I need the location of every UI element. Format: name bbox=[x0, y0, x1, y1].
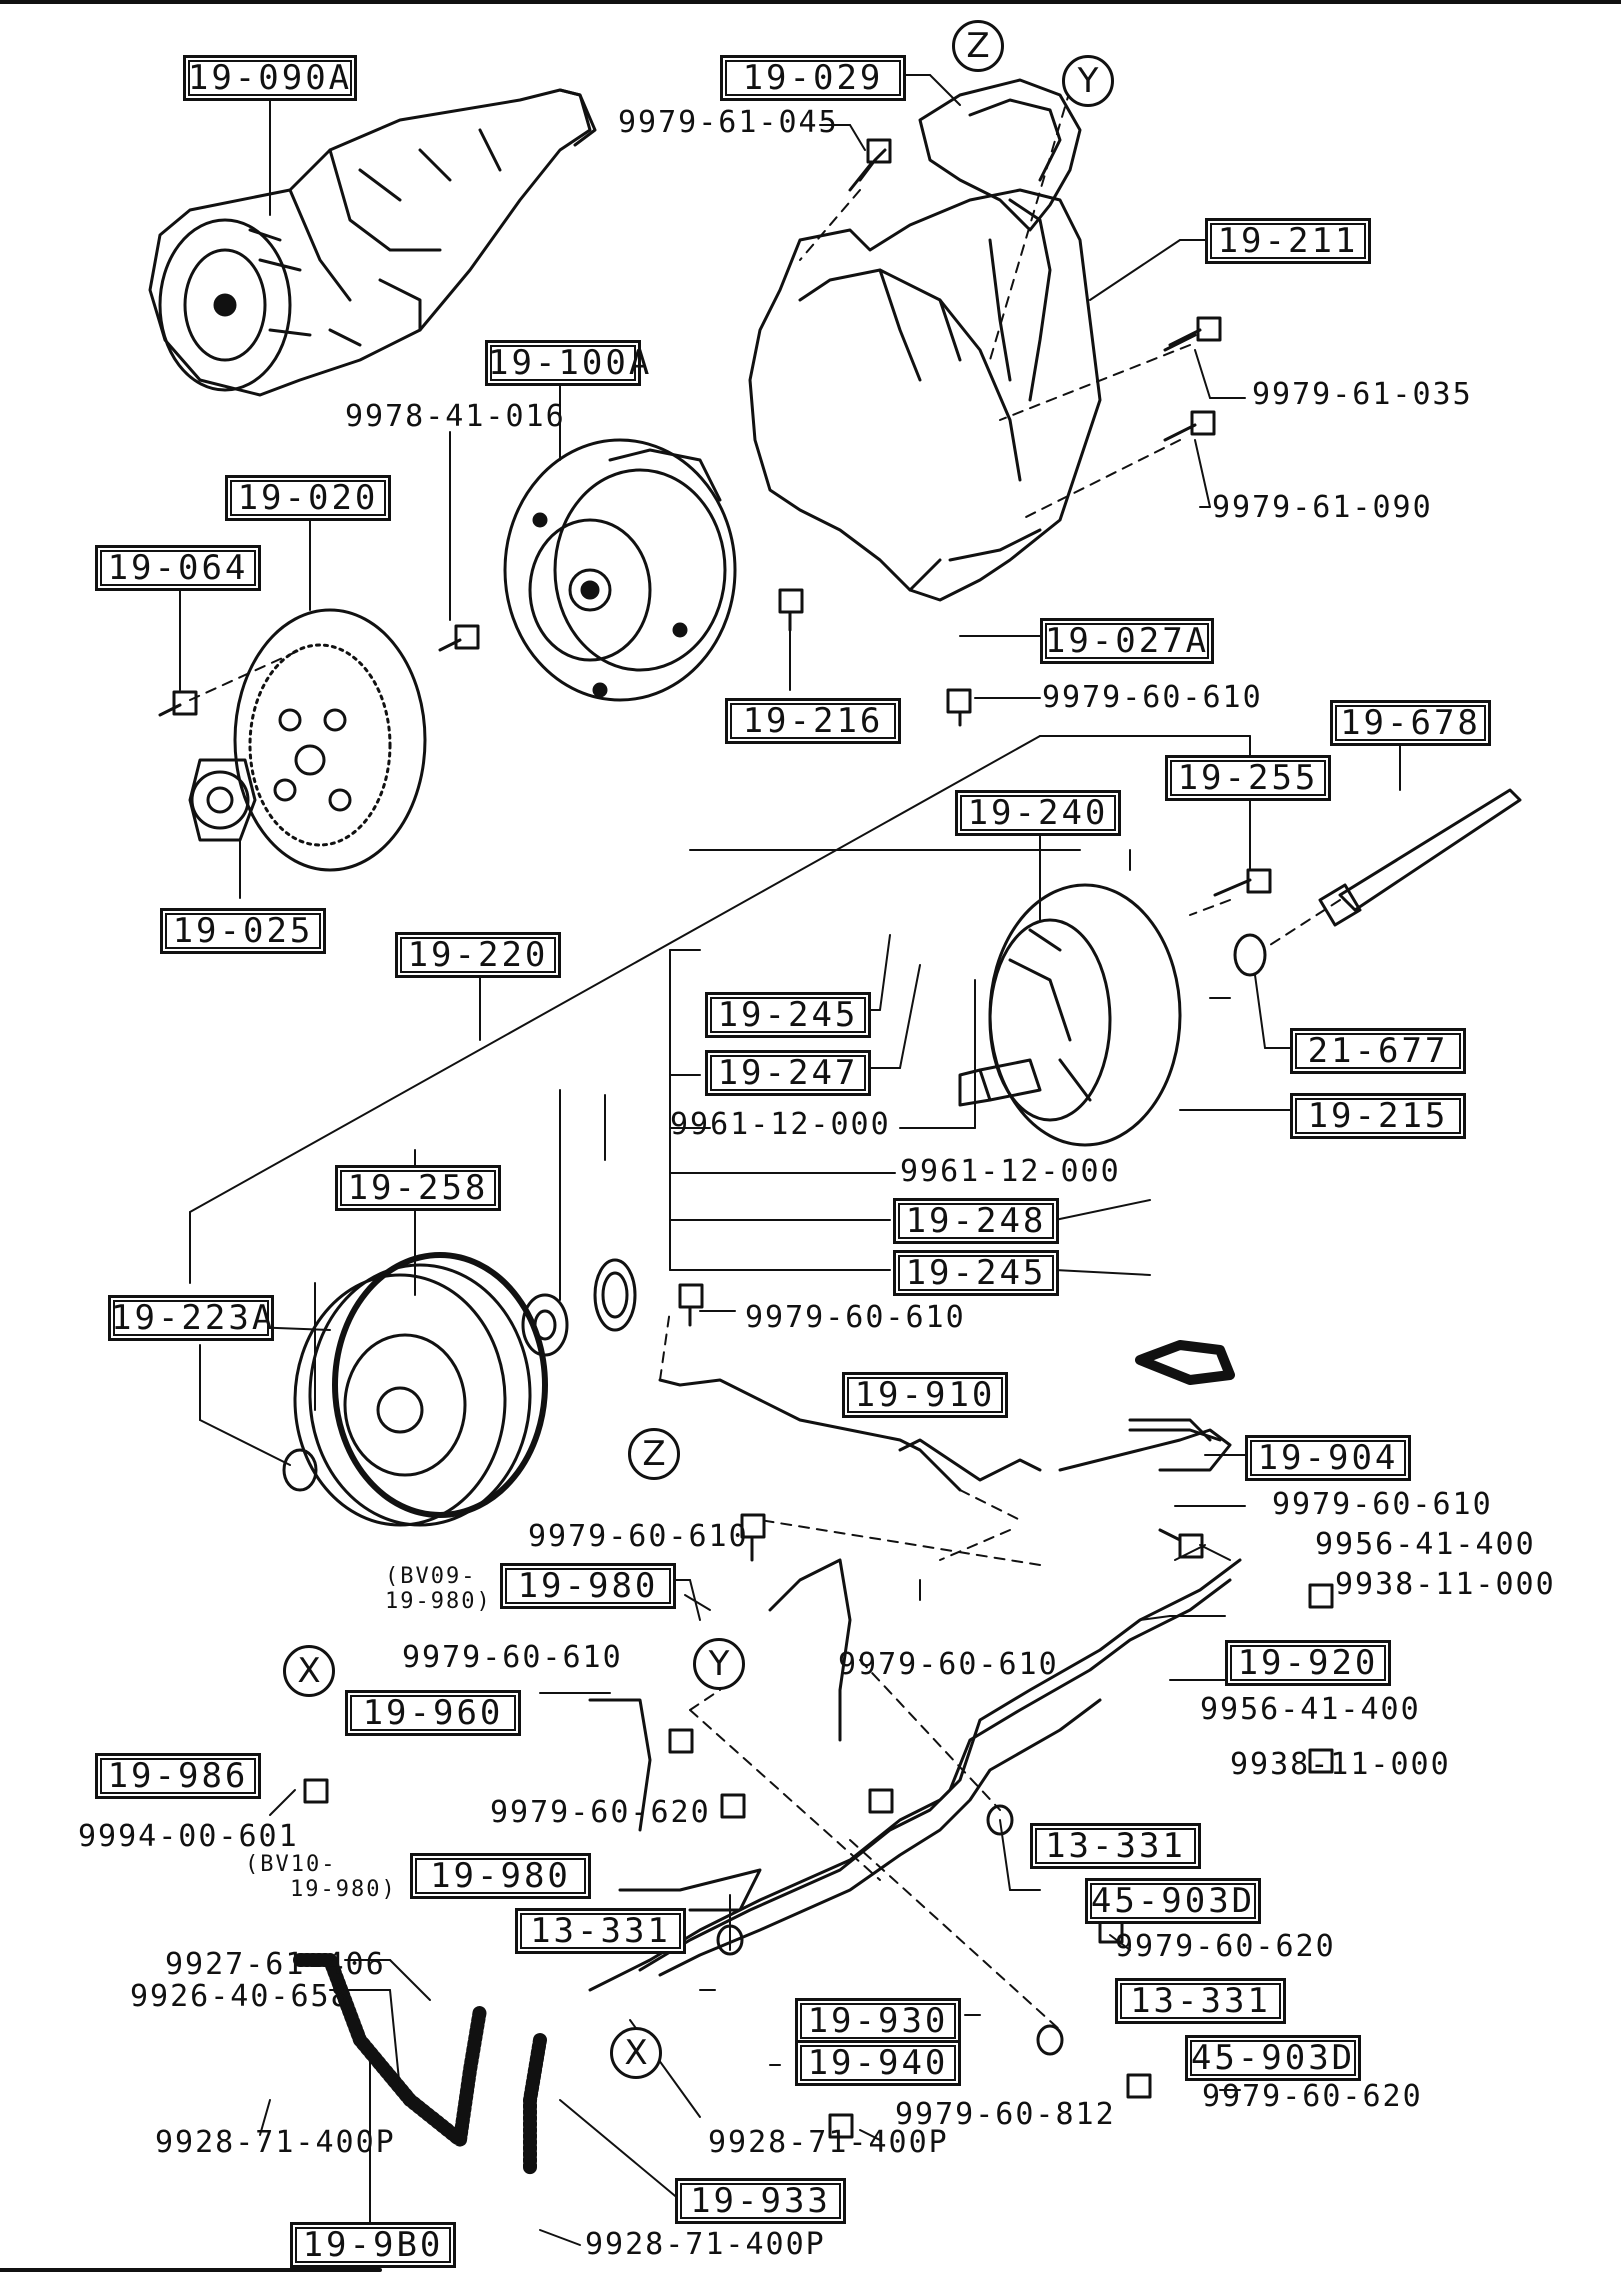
part-label-19-090a: 19-090A bbox=[183, 55, 357, 101]
variant-note-bv10-line1: (BV10- bbox=[245, 1852, 337, 1877]
part-number-9926-40-658: 9926-40-658 bbox=[130, 1979, 351, 2014]
pump-body-drawing bbox=[282, 1252, 637, 1527]
part-label-19-245-upper: 19-245 bbox=[705, 992, 871, 1038]
leader-lines bbox=[179, 74, 1401, 2246]
part-label-19-904: 19-904 bbox=[1245, 1435, 1411, 1481]
part-label-19-027a: 19-027A bbox=[1040, 618, 1214, 664]
part-label-19-678: 19-678 bbox=[1330, 700, 1491, 746]
variant-note-bv09-line1: (BV09- bbox=[385, 1564, 477, 1589]
part-label-19-220: 19-220 bbox=[395, 932, 561, 978]
part-label-19-020: 19-020 bbox=[225, 475, 391, 521]
callout-x-left: X bbox=[283, 1645, 335, 1697]
variant-note-bv10-line2: 19-980) bbox=[290, 1877, 397, 1902]
piping-drawing bbox=[293, 1340, 1242, 2177]
part-label-19-223a: 19-223A bbox=[108, 1295, 274, 1341]
part-label-19-215: 19-215 bbox=[1290, 1093, 1466, 1139]
part-label-19-025: 19-025 bbox=[160, 908, 326, 954]
part-label-19-029: 19-029 bbox=[720, 55, 906, 101]
part-number-9956-41-400-b: 9956-41-400 bbox=[1200, 1692, 1421, 1727]
part-label-19-248: 19-248 bbox=[893, 1198, 1059, 1244]
part-number-9978-41-016: 9978-41-016 bbox=[345, 399, 566, 434]
part-label-19-247: 19-247 bbox=[705, 1050, 871, 1096]
variant-note-bv09-line2: 19-980) bbox=[385, 1589, 492, 1614]
part-number-9979-60-610-a: 9979-60-610 bbox=[1042, 680, 1263, 715]
part-number-9979-61-090: 9979-61-090 bbox=[1212, 490, 1433, 525]
part-label-19-245-lower: 19-245 bbox=[893, 1250, 1059, 1296]
part-label-45-903d-lower: 45-903D bbox=[1185, 2035, 1361, 2081]
part-label-19-960: 19-960 bbox=[345, 1690, 521, 1736]
part-number-9928-71-400p-c: 9928-71-400P bbox=[585, 2227, 826, 2262]
part-label-19-920: 19-920 bbox=[1225, 1640, 1391, 1686]
callout-y-mid: Y bbox=[693, 1638, 745, 1690]
part-label-19-258: 19-258 bbox=[335, 1165, 501, 1211]
part-label-19-980-bv10: 19-980 bbox=[410, 1853, 591, 1899]
callout-z-top: Z bbox=[952, 20, 1004, 72]
callout-x-bottom: X bbox=[610, 2027, 662, 2079]
part-label-19-9b0: 19-9B0 bbox=[290, 2222, 456, 2268]
part-number-9961-12-000-a: 9961-12-000 bbox=[670, 1107, 891, 1142]
part-label-45-903d-upper: 45-903D bbox=[1085, 1878, 1261, 1924]
part-number-9979-60-610-c: 9979-60-610 bbox=[1272, 1487, 1493, 1522]
part-number-9979-60-620-c: 9979-60-620 bbox=[1202, 2079, 1423, 2114]
part-number-9979-60-620-a: 9979-60-620 bbox=[490, 1795, 711, 1830]
part-number-9956-41-400-a: 9956-41-400 bbox=[1315, 1527, 1536, 1562]
part-label-13-331-middle: 13-331 bbox=[515, 1908, 686, 1954]
drive-plate-drawing bbox=[188, 608, 427, 872]
part-label-19-064: 19-064 bbox=[95, 545, 261, 591]
part-label-13-331-lower: 13-331 bbox=[1115, 1978, 1286, 2024]
part-number-9979-61-045: 9979-61-045 bbox=[618, 105, 839, 140]
part-label-19-940: 19-940 bbox=[795, 2040, 961, 2086]
oil-pump-drawing bbox=[958, 788, 1522, 1147]
part-number-9938-11-000-a: 9938-11-000 bbox=[1335, 1567, 1556, 1602]
part-number-9928-71-400p-b: 9928-71-400P bbox=[155, 2125, 396, 2160]
part-number-9979-60-610-f: 9979-60-610 bbox=[838, 1647, 1059, 1682]
part-number-9979-60-610-e: 9979-60-610 bbox=[402, 1640, 623, 1675]
part-number-9927-61-406: 9927-61-406 bbox=[165, 1947, 386, 1982]
torque-converter-drawing bbox=[503, 438, 737, 702]
part-number-9938-11-000-b: 9938-11-000 bbox=[1230, 1747, 1451, 1782]
part-number-9979-60-620-b: 9979-60-620 bbox=[1115, 1929, 1336, 1964]
dashed-alignment-lines bbox=[189, 89, 1341, 2031]
part-number-9994-00-601: 9994-00-601 bbox=[78, 1819, 299, 1854]
converter-housing-drawing bbox=[748, 78, 1102, 602]
part-label-19-100a: 19-100A bbox=[485, 340, 649, 386]
part-number-9979-60-610-b: 9979-60-610 bbox=[745, 1300, 966, 1335]
callout-y-top: Y bbox=[1062, 55, 1114, 107]
part-number-9979-60-812: 9979-60-812 bbox=[895, 2097, 1116, 2132]
part-label-21-677: 21-677 bbox=[1290, 1028, 1466, 1074]
part-label-13-331-upper: 13-331 bbox=[1030, 1823, 1201, 1869]
callout-z-mid: Z bbox=[628, 1428, 680, 1480]
part-number-9979-60-610-d: 9979-60-610 bbox=[528, 1519, 749, 1554]
part-label-19-216: 19-216 bbox=[725, 698, 901, 744]
transmission-assembly-drawing bbox=[148, 88, 597, 397]
part-label-19-986: 19-986 bbox=[95, 1753, 261, 1799]
part-number-9979-61-035: 9979-61-035 bbox=[1252, 377, 1473, 412]
part-number-9928-71-400p-a: 9928-71-400P bbox=[708, 2125, 949, 2160]
part-label-19-930: 19-930 bbox=[795, 1998, 961, 2044]
part-label-19-255: 19-255 bbox=[1165, 755, 1331, 801]
part-label-19-211: 19-211 bbox=[1205, 218, 1371, 264]
part-label-19-933: 19-933 bbox=[675, 2178, 846, 2224]
part-label-19-910: 19-910 bbox=[842, 1372, 1008, 1418]
part-number-9961-12-000-b: 9961-12-000 bbox=[900, 1154, 1121, 1189]
part-label-19-240: 19-240 bbox=[955, 790, 1121, 836]
part-label-19-980-bv09: 19-980 bbox=[500, 1563, 676, 1609]
